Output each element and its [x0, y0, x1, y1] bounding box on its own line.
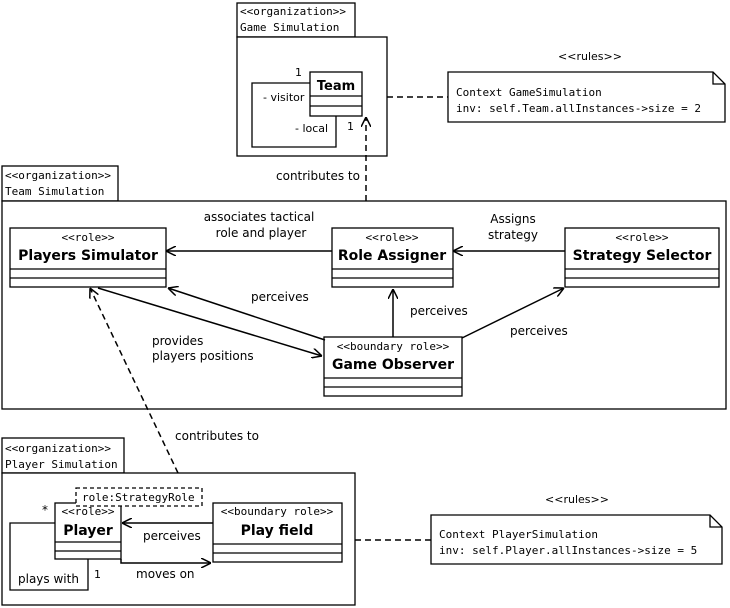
assigns-label-2: strategy	[488, 228, 538, 242]
note-game-line1: Context GameSimulation	[456, 86, 602, 99]
class-strategy-selector-stereotype: <<role>>	[616, 231, 669, 244]
team-local-role: - local	[295, 122, 328, 135]
assigns-label-1: Assigns	[490, 212, 536, 226]
class-players-simulator-stereotype: <<role>>	[62, 231, 115, 244]
org-team-name: Team Simulation	[5, 185, 104, 198]
org-player-stereotype: <<organization>>	[5, 442, 111, 455]
player-many-mult: *	[42, 503, 48, 517]
team-visitor-mult: 1	[295, 66, 302, 79]
plays-with-association	[9, 522, 89, 591]
perceives-ps-arrow	[168, 288, 326, 341]
class-game-observer-stereotype: <<boundary role>>	[337, 340, 450, 353]
player-one-mult: 1	[94, 568, 101, 581]
team-visitor-role: - visitor	[263, 91, 305, 104]
class-strategy-selector-name: Strategy Selector	[573, 248, 712, 264]
perceives-ps-label: perceives	[251, 290, 309, 304]
player-template-parameter[interactable]: role:StrategyRole	[75, 487, 203, 507]
class-team[interactable]: Team	[309, 71, 363, 117]
contributes-player-label: contributes to	[175, 429, 259, 443]
perceives-ra-label: perceives	[410, 304, 468, 318]
class-player[interactable]: <<role>> Player	[54, 502, 122, 560]
class-team-name: Team	[317, 79, 355, 94]
class-play-field[interactable]: <<boundary role>> Play field	[212, 502, 343, 563]
perceives-ss-label: perceives	[510, 324, 568, 338]
note-game-stereotype: <<rules>>	[558, 50, 622, 63]
note-game-line2: inv: self.Team.allInstances->size = 2	[456, 102, 701, 115]
note-player-line2: inv: self.Player.allInstances->size = 5	[439, 544, 697, 557]
provides-label-2: players positions	[152, 349, 254, 363]
class-game-observer[interactable]: <<boundary role>> Game Observer	[323, 336, 463, 397]
team-local-mult: 1	[347, 120, 354, 133]
org-player-name: Player Simulation	[5, 458, 118, 471]
class-role-assigner-stereotype: <<role>>	[366, 231, 419, 244]
org-team-stereotype: <<organization>>	[5, 169, 111, 182]
note-player-rules[interactable]: <<rules>> Context PlayerSimulation inv: …	[430, 493, 723, 565]
class-players-simulator-name: Players Simulator	[18, 248, 158, 264]
note-player-line1: Context PlayerSimulation	[439, 528, 598, 541]
org-game-name: Game Simulation	[240, 21, 339, 34]
perceives-ss-arrow	[461, 288, 564, 339]
class-role-assigner[interactable]: <<role>> Role Assigner	[331, 227, 454, 288]
player-template-text: role:StrategyRole	[82, 491, 195, 504]
org-game-stereotype: <<organization>>	[240, 5, 346, 18]
class-players-simulator[interactable]: <<role>> Players Simulator	[9, 227, 167, 288]
plays-with-label: plays with	[18, 572, 79, 586]
assoc-tactical-label-1: associates tactical	[204, 210, 315, 224]
perceives-pf-label: perceives	[143, 529, 201, 543]
contributes-team-label: contributes to	[276, 169, 360, 183]
contributes-player-arrow	[90, 288, 179, 474]
note-game-rules[interactable]: <<rules>> Context GameSimulation inv: se…	[447, 50, 726, 123]
class-play-field-stereotype: <<boundary role>>	[221, 505, 334, 518]
moves-on-arrow	[120, 559, 211, 563]
provides-arrow	[97, 287, 322, 356]
class-player-stereotype: <<role>>	[62, 505, 115, 518]
moves-on-label: moves on	[136, 567, 195, 581]
class-play-field-name: Play field	[241, 523, 314, 539]
class-player-name: Player	[63, 523, 113, 539]
provides-label-1: provides	[152, 334, 203, 348]
class-role-assigner-name: Role Assigner	[338, 248, 446, 264]
team-self-association[interactable]: 1 - visitor - local 1	[251, 66, 354, 148]
note-player-stereotype: <<rules>>	[545, 493, 609, 506]
class-strategy-selector[interactable]: <<role>> Strategy Selector	[564, 227, 720, 288]
assoc-tactical-label-2: role and player	[216, 226, 307, 240]
class-game-observer-name: Game Observer	[332, 357, 454, 373]
